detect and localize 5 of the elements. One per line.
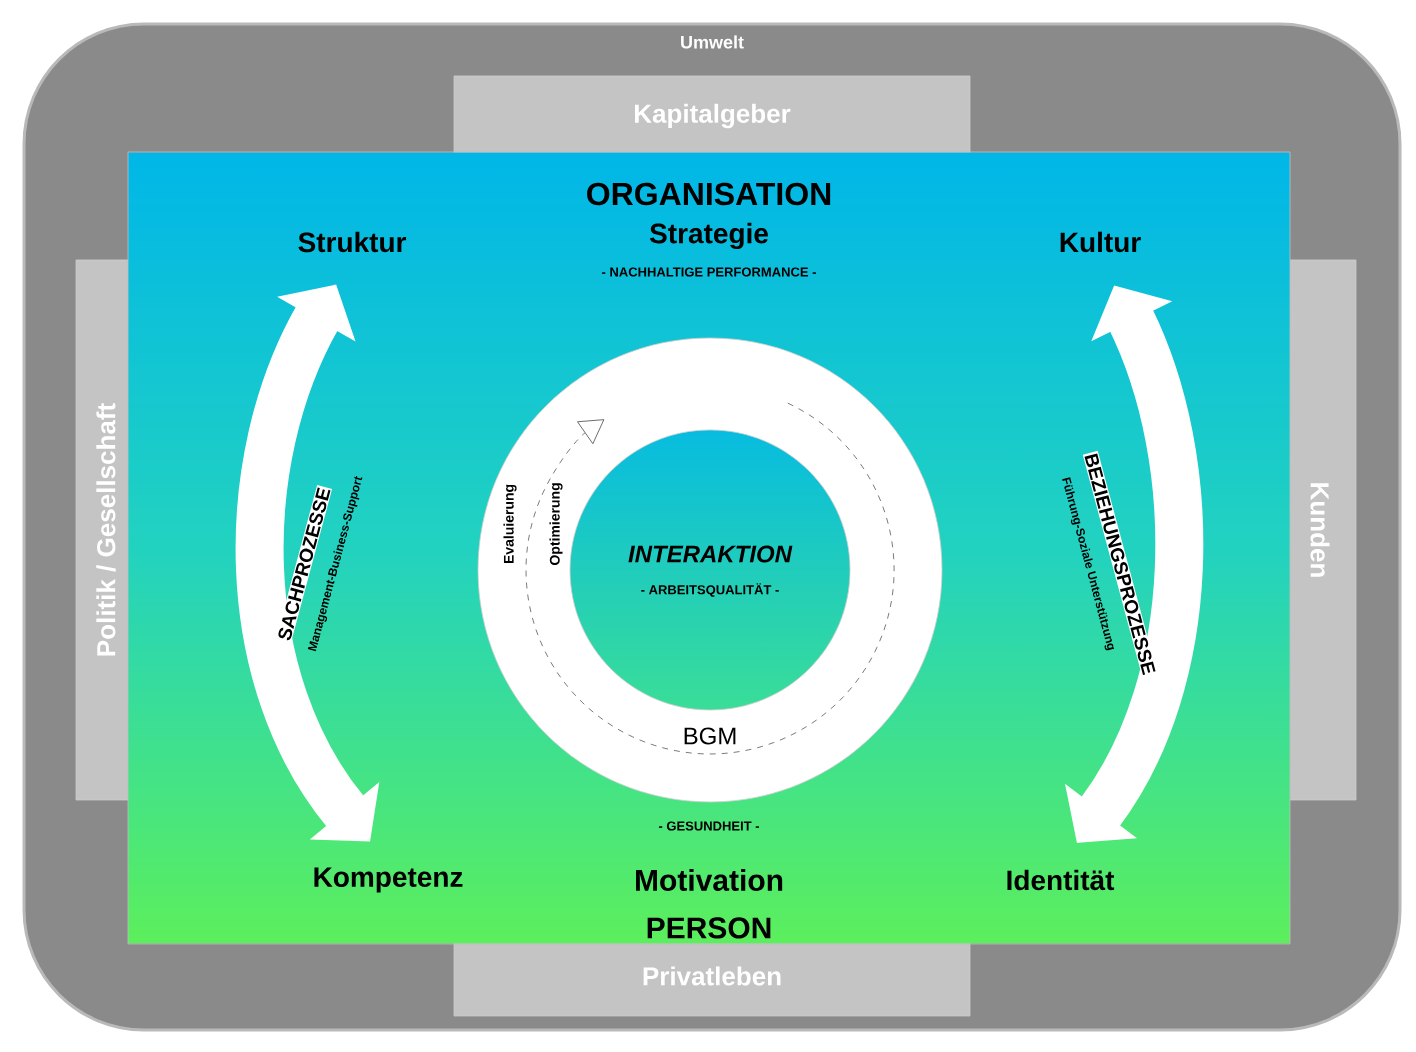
corner-label: Kompetenz bbox=[314, 867, 463, 893]
stakeholder-tab: Kapitalgeber bbox=[453, 75, 971, 157]
corner-label: Identität bbox=[1007, 869, 1115, 891]
corner-label: Struktur bbox=[298, 231, 407, 253]
corner-label: Kultur bbox=[1060, 231, 1141, 253]
